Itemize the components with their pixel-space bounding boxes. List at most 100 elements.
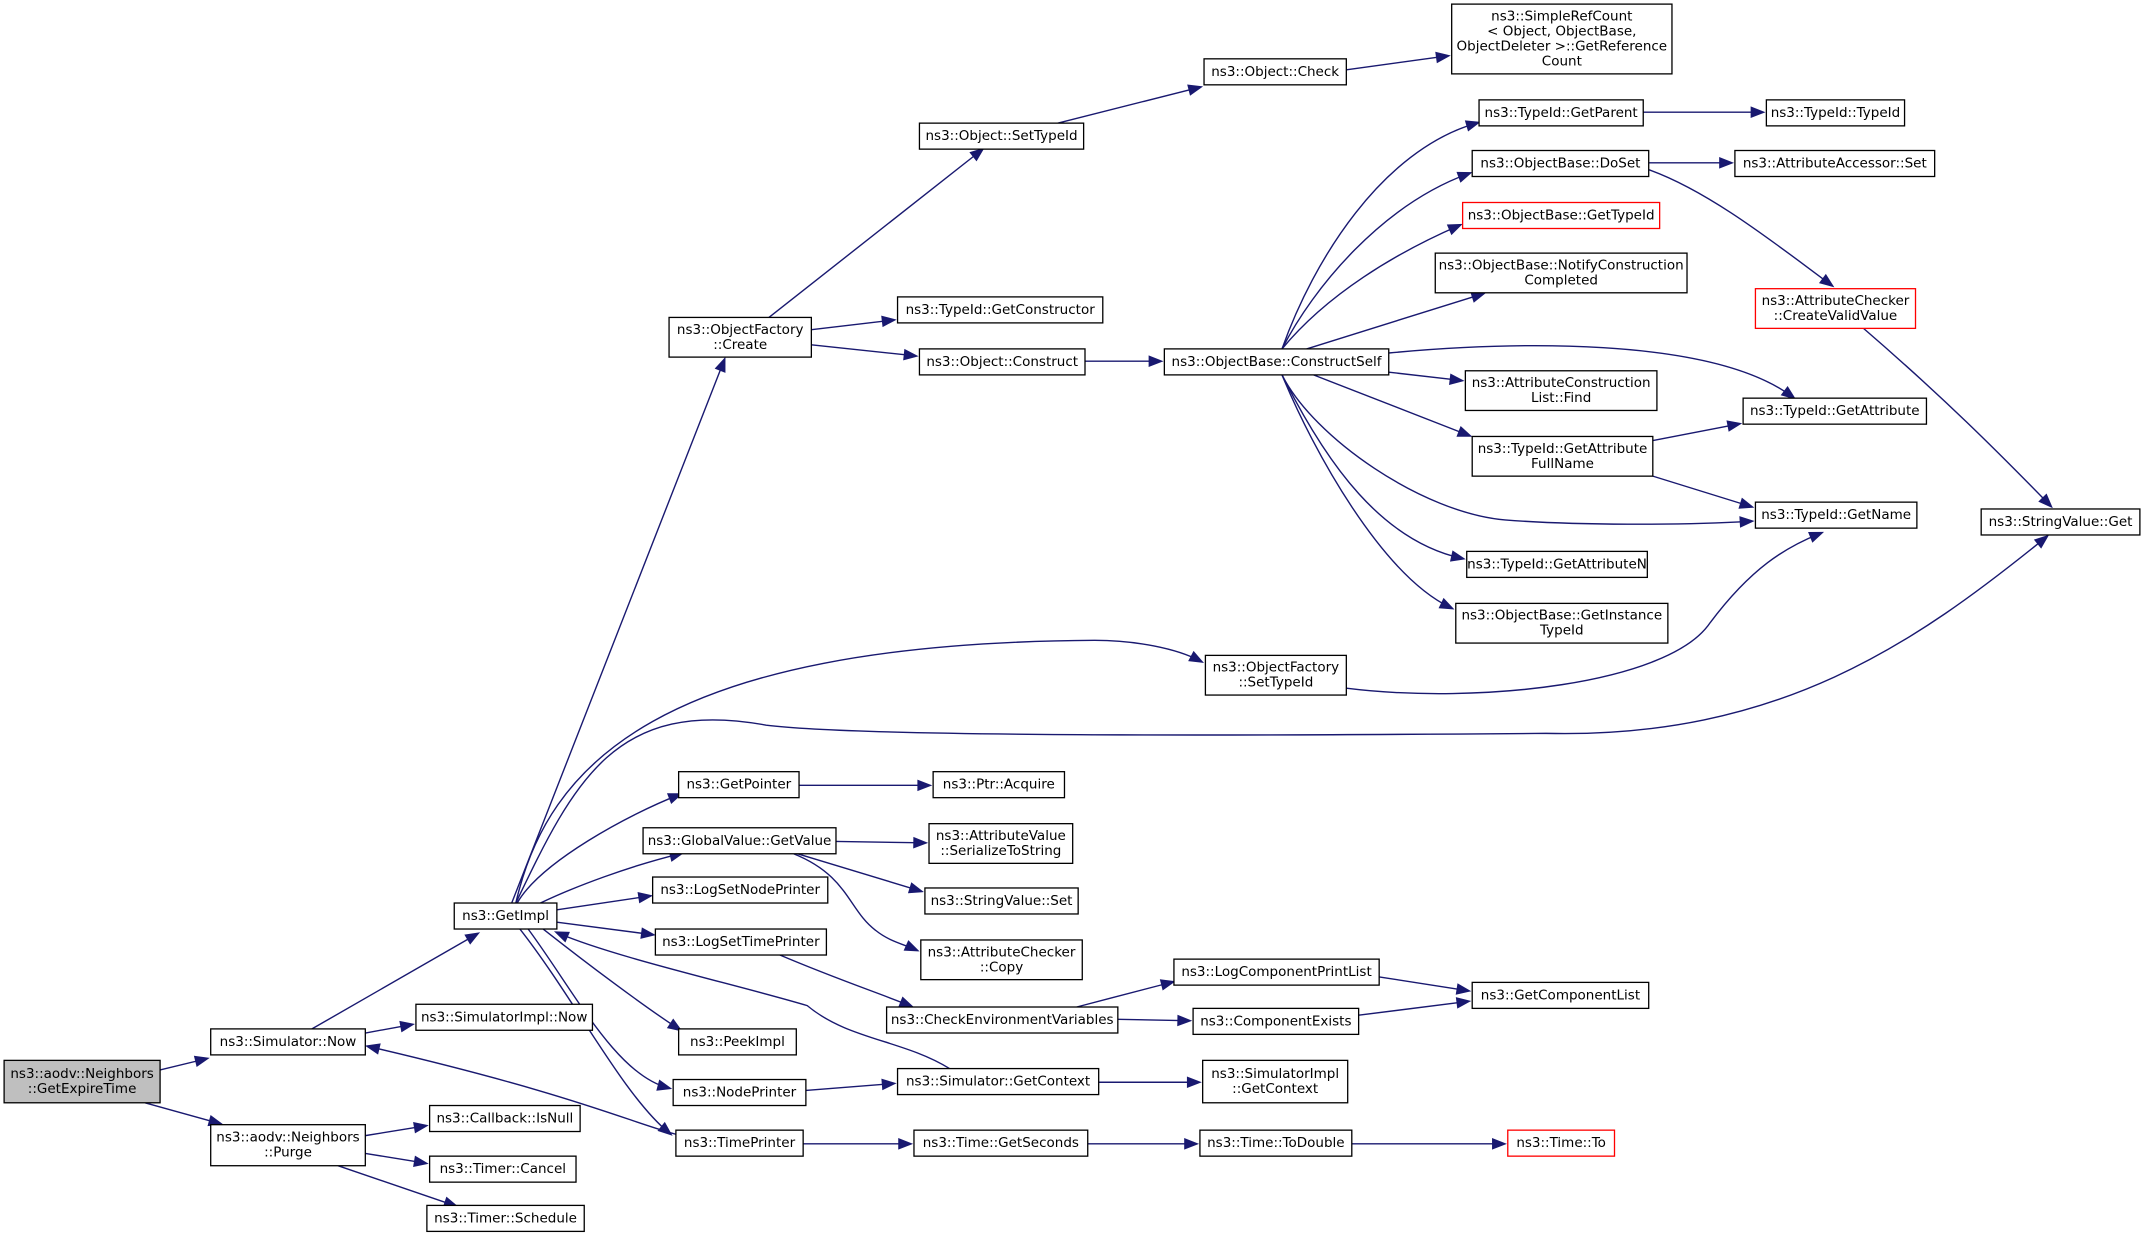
node-lognodeprinter[interactable]: ns3::LogSetNodePrinter — [651, 876, 829, 904]
edge-obdoset-to-accreatevalid — [1649, 170, 1835, 288]
node-timetodouble[interactable]: ns3::Time::ToDouble — [1199, 1129, 1353, 1157]
node-compexists[interactable]: ns3::ComponentExists — [1192, 1007, 1360, 1036]
node-simnow[interactable]: ns3::Simulator::Now — [210, 1028, 366, 1056]
node-getcomplist[interactable]: ns3::GetComponentList — [1471, 981, 1650, 1010]
edge-getimpl-to-ofsettypeid — [516, 640, 1205, 903]
edge-line — [798, 854, 920, 891]
edge-obconstructself-to-tidgetattr — [1389, 346, 1797, 400]
node-box — [1478, 99, 1644, 127]
node-box — [1461, 201, 1661, 230]
node-label: ns3::LogSetTimePrinter — [662, 934, 820, 950]
edge-arrowhead — [1456, 171, 1473, 183]
node-objsettypeid[interactable]: ns3::Object::SetTypeId — [918, 122, 1085, 150]
node-label: ns3::PeekImpl — [690, 1034, 785, 1050]
node-label: ns3::ObjectBase::NotifyConstruction — [1439, 257, 1684, 273]
node-obdoset[interactable]: ns3::ObjectBase::DoSet — [1471, 149, 1650, 178]
node-tidgetattr[interactable]: ns3::TypeId::GetAttribute — [1742, 397, 1928, 425]
node-ofcreate[interactable]: ns3::ObjectFactory::Create — [668, 316, 813, 358]
node-box — [1980, 508, 2141, 536]
node-svset[interactable]: ns3::StringValue::Set — [924, 887, 1079, 915]
edge-arrowhead — [907, 882, 924, 894]
node-box — [1765, 99, 1906, 127]
edge-line — [769, 151, 981, 318]
node-box — [1471, 435, 1654, 477]
node-box — [210, 1028, 366, 1056]
node-timeto[interactable]: ns3::Time::To — [1507, 1129, 1616, 1157]
node-svget[interactable]: ns3::StringValue::Get — [1980, 508, 2141, 536]
edge-line — [1282, 375, 1450, 608]
node-timersched[interactable]: ns3::Timer::Schedule — [426, 1204, 585, 1233]
edge-getimpl-to-timeprinter — [520, 929, 673, 1136]
node-avserialize[interactable]: ns3::AttributeValue::SerializeToString — [928, 823, 1074, 864]
node-objconstruct[interactable]: ns3::Object::Construct — [918, 348, 1086, 376]
node-label: ns3::SimulatorImpl — [1211, 1066, 1339, 1082]
edge-line — [1077, 982, 1171, 1007]
edge-timegetsec-to-timetodouble — [1088, 1138, 1200, 1150]
node-simimplgetctx[interactable]: ns3::SimulatorImpl::GetContext — [1202, 1059, 1349, 1104]
node-logcompprint[interactable]: ns3::LogComponentPrintList — [1173, 958, 1380, 986]
edge-line — [1282, 174, 1468, 349]
node-timercancel[interactable]: ns3::Timer::Cancel — [428, 1155, 577, 1183]
node-accopy[interactable]: ns3::AttributeChecker::Copy — [920, 939, 1083, 981]
node-tidgetparent[interactable]: ns3::TypeId::GetParent — [1478, 99, 1644, 127]
node-simimplnow[interactable]: ns3::SimulatorImpl::Now — [415, 1003, 594, 1031]
edge-ofcreate-to-objconstruct — [811, 345, 919, 361]
edge-getimpl-to-nodeprinter — [528, 929, 673, 1091]
node-root[interactable]: ns3::aodv::Neighbors::GetExpireTime — [3, 1059, 161, 1104]
node-checkenv[interactable]: ns3::CheckEnvironmentVariables — [885, 1006, 1119, 1034]
node-timegetsec[interactable]: ns3::Time::GetSeconds — [913, 1129, 1089, 1157]
node-tidgetname[interactable]: ns3::TypeId::GetName — [1754, 501, 1918, 529]
edge-arrowhead — [1159, 979, 1176, 991]
edge-line — [312, 934, 476, 1028]
node-peekimpl[interactable]: ns3::PeekImpl — [677, 1028, 797, 1056]
node-box — [1464, 370, 1658, 412]
node-obgettypeid[interactable]: ns3::ObjectBase::GetTypeId — [1461, 201, 1661, 230]
node-label: ObjectDeleter >::GetReference — [1457, 38, 1668, 54]
node-box — [654, 928, 828, 956]
edge-arrowhead — [666, 1018, 683, 1032]
node-accreatevalid[interactable]: ns3::AttributeChecker::CreateValidValue — [1754, 288, 1917, 330]
edge-arrowhead — [1492, 1138, 1507, 1150]
edge-obconstructself-to-obgetinst — [1282, 375, 1455, 610]
node-label: ns3::TypeId::TypeId — [1771, 105, 1901, 121]
node-tidgetattrn[interactable]: ns3::TypeId::GetAttributeN — [1466, 550, 1648, 579]
node-srcgetref[interactable]: ns3::SimpleRefCount< Object, ObjectBase,… — [1451, 3, 1673, 75]
edge-objsettypeid-to-objcheck — [1058, 84, 1204, 123]
node-aaset[interactable]: ns3::AttributeAccessor::Set — [1734, 149, 1936, 178]
edge-arrowhead — [1738, 497, 1755, 509]
node-ofsettypeid[interactable]: ns3::ObjectFactory::SetTypeId — [1204, 654, 1347, 696]
edge-line — [1118, 1019, 1188, 1020]
edge-arrowhead — [1435, 51, 1451, 64]
node-gvgetvalue[interactable]: ns3::GlobalValue::GetValue — [642, 827, 837, 855]
edge-simgetctx-to-simimplgetctx — [1099, 1076, 1202, 1089]
node-label: ns3::TypeId::GetAttribute — [1750, 403, 1920, 419]
edge-getimpl-to-peekimpl — [543, 929, 683, 1032]
edge-arrowhead — [1739, 516, 1755, 528]
node-getimpl[interactable]: ns3::GetImpl — [453, 902, 558, 930]
node-nodeprinter[interactable]: ns3::NodePrinter — [672, 1078, 807, 1107]
edge-ofcreate-to-objsettypeid — [769, 147, 985, 318]
edge-arrowhead — [1780, 385, 1797, 400]
node-tidtypeid[interactable]: ns3::TypeId::TypeId — [1765, 99, 1906, 127]
node-label: ns3::AttributeValue — [936, 828, 1066, 844]
edge-line — [516, 538, 2046, 903]
node-box — [1754, 501, 1918, 529]
node-purge[interactable]: ns3::aodv::Neighbors::Purge — [210, 1124, 366, 1167]
node-simgetctx[interactable]: ns3::Simulator::GetContext — [896, 1067, 1100, 1096]
node-logtimeprinter[interactable]: ns3::LogSetTimePrinter — [654, 928, 828, 956]
edge-line — [1313, 375, 1468, 435]
node-ptracquire[interactable]: ns3::Ptr::Acquire — [932, 771, 1066, 799]
node-box — [1204, 654, 1347, 696]
node-label: ns3::ObjectBase::GetTypeId — [1468, 207, 1655, 223]
node-obconstructself[interactable]: ns3::ObjectBase::ConstructSelf — [1163, 348, 1390, 376]
edge-arrowhead — [1719, 157, 1735, 169]
node-tidgetctor[interactable]: ns3::TypeId::GetConstructor — [896, 296, 1104, 324]
node-objcheck[interactable]: ns3::Object::Check — [1203, 58, 1347, 86]
node-obnotify[interactable]: ns3::ObjectBase::NotifyConstructionCompl… — [1434, 252, 1688, 294]
node-cbisnull[interactable]: ns3::Callback::IsNull — [428, 1104, 581, 1133]
node-getpointer[interactable]: ns3::GetPointer — [677, 771, 800, 799]
node-timeprinter[interactable]: ns3::TimePrinter — [675, 1129, 804, 1157]
